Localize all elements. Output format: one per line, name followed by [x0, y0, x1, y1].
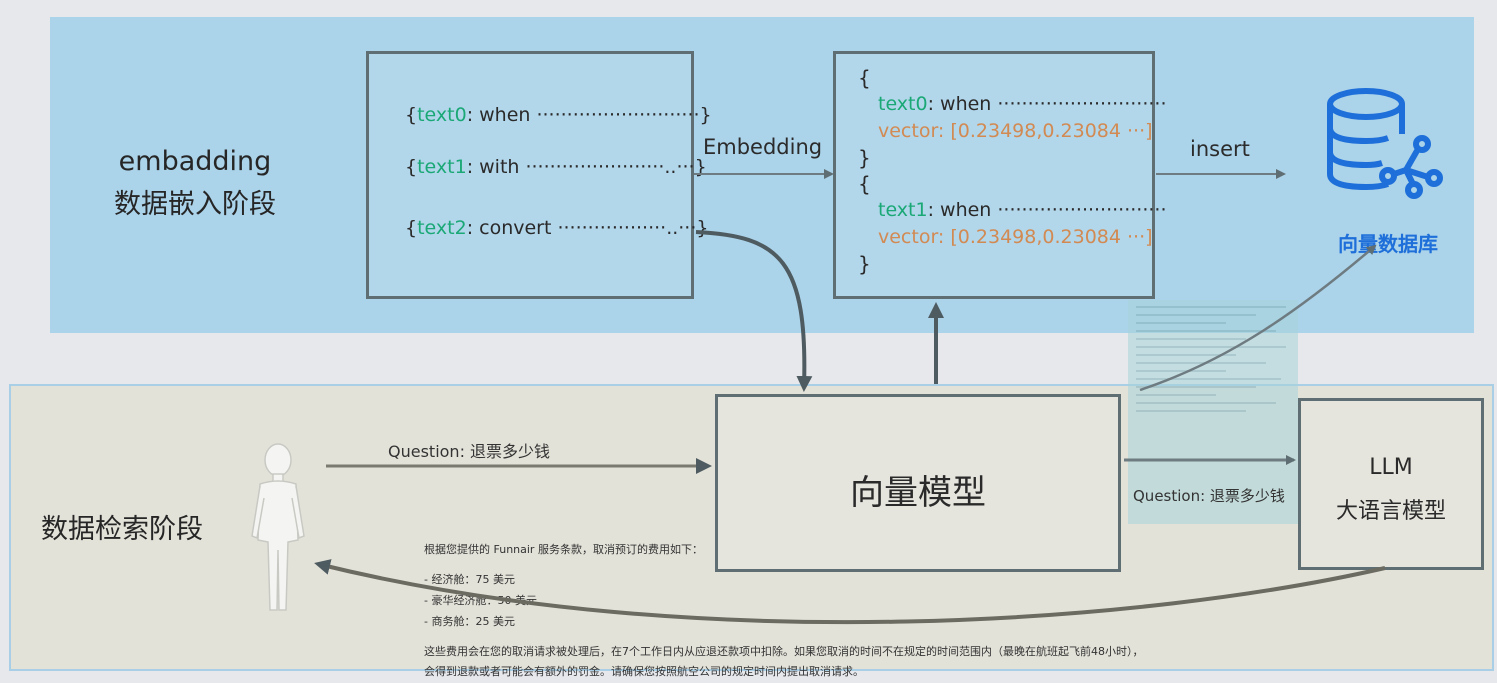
embedding-stage-label: embadding 数据嵌入阶段: [88, 140, 302, 226]
vector-model-label: 向量模型: [850, 473, 986, 513]
answer-item-economy: - 经济舱：75 美元: [424, 572, 515, 586]
embedding-stage-label-en: embadding: [118, 146, 272, 177]
vector-db-label: 向量数据库: [1338, 232, 1438, 256]
text-chunk-2: {text2: convert ··················..···}: [405, 217, 709, 239]
answer-intro: 根据您提供的 Funnair 服务条款，取消预订的费用如下：: [424, 543, 703, 556]
llm-box: LLM 大语言模型: [1298, 398, 1484, 570]
text-chunks-box: {text0: when ···························…: [366, 51, 712, 299]
close-brace-1: }: [858, 252, 871, 276]
vector-record-1-vector: vector: [0.23498,0.23084 ···]: [878, 226, 1153, 248]
insert-edge-label: insert: [1190, 137, 1250, 161]
retrieval-stage-label: 数据检索阶段: [41, 514, 203, 545]
llm-description: 大语言模型: [1335, 499, 1446, 524]
embedding-stage-label-zh: 数据嵌入阶段: [114, 189, 276, 221]
retrieved-document-overlay: [1128, 300, 1298, 524]
chunk-to-model-arrow: [695, 230, 813, 392]
embedding-edge-label: Embedding: [703, 135, 823, 159]
vector-model-box: 向量模型: [715, 394, 1121, 572]
answer-item-business: - 商务舱：25 美元: [424, 614, 515, 628]
open-brace-1: {: [858, 172, 871, 196]
llm-name: LLM: [1369, 455, 1413, 480]
person-figure-icon: [248, 440, 308, 618]
llm-answer-to-user-arrow: [314, 559, 1386, 625]
vector-record-1-text: text1: when ····························: [878, 199, 1167, 221]
close-brace-0: }: [858, 146, 871, 170]
text-chunk-1: {text1: with ·······················..··…: [405, 156, 707, 178]
vector-record-0-text: text0: when ····························: [878, 93, 1167, 115]
question-edge-label-left: Question: 退票多少钱: [388, 442, 551, 461]
open-brace-0: {: [858, 66, 871, 90]
question-edge-label-right: Question: 退票多少钱: [1133, 487, 1285, 505]
database-network-icon: [1318, 82, 1448, 202]
answer-item-premium: - 豪华经济舱：50 美元: [424, 593, 537, 607]
vector-records-box: { text0: when ··························…: [833, 51, 1167, 299]
vector-record-0-vector: vector: [0.23498,0.23084 ···]: [878, 120, 1153, 142]
text-chunk-0: {text0: when ···························…: [405, 104, 712, 126]
retrieval-to-db-arrow: [1139, 244, 1377, 392]
answer-note-line1: 这些费用会在您的取消请求被处理后，在7个工作日内从应退还款项中扣除。如果您取消的…: [424, 644, 1144, 658]
